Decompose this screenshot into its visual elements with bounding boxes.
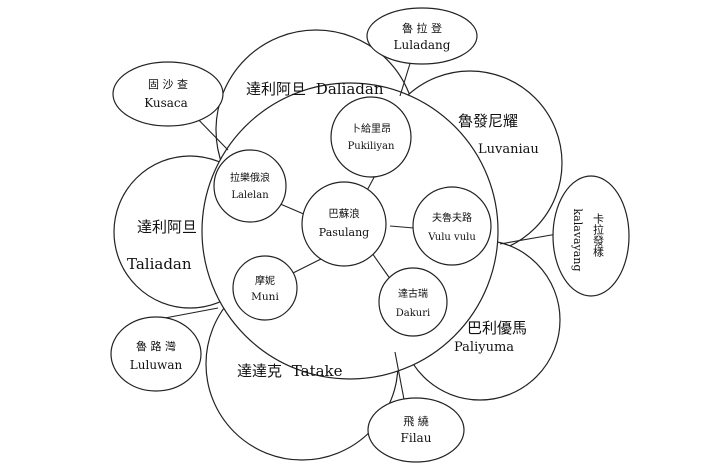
tatake-label-zh: 達達克 (237, 362, 282, 380)
kusaca-label-zh: 固 沙 查 (148, 77, 188, 91)
luvaniau-label-en: Luvaniau (478, 142, 539, 157)
inner-circle-lalelan (213, 149, 287, 223)
taliadan-label-zh: 達利阿旦 (137, 218, 197, 236)
satellite-filau (367, 397, 465, 463)
inner-circle-pukiliyan (330, 96, 412, 178)
lalelan-label-zh: 拉樂俄浪 (230, 171, 270, 184)
center-label-en: Pasulang (319, 226, 369, 239)
satellite-kusaca (112, 61, 224, 127)
kusaca-label-en: Kusaca (144, 96, 188, 110)
taliadan-label-en: Taliadan (127, 255, 192, 273)
filau-label-en: Filau (401, 431, 432, 445)
daliadan-label-en: Daliadan (316, 80, 384, 98)
muni-label-zh: 摩妮 (255, 274, 275, 287)
lalelan-label-en: Lalelan (231, 190, 269, 201)
paliyuma-label-en: Paliyuma (454, 340, 514, 355)
luvaniau-label-zh: 魯發尼耀 (458, 112, 518, 130)
pukiliyan-label-zh: 卜給里昂 (351, 122, 391, 135)
connector-luluwan (164, 307, 219, 319)
vulu-label-en: Vulu vulu (427, 232, 476, 243)
daliadan-label-zh: 達利阿旦 (246, 80, 306, 98)
daliadan-label: 達利阿旦 Daliadan (246, 80, 384, 98)
tatake-label: 達達克 Tatake (237, 362, 343, 380)
luladang-label-zh: 魯 拉 登 (402, 21, 442, 35)
inner-circle-dakuri (378, 267, 448, 337)
satellite-luluwan (110, 316, 202, 392)
center-circle (301, 181, 387, 267)
dakuri-label-en: Dakuri (396, 308, 430, 319)
center-label-zh: 巴蘇浪 (328, 207, 360, 220)
paliyuma-label-zh: 巴利優馬 (467, 319, 527, 337)
inner-circle-vulu (412, 186, 492, 266)
dakuri-label-zh: 達古瑞 (398, 287, 428, 300)
kalavayang-label-en: kalavayang (571, 209, 584, 272)
satellite-kalavayang (552, 175, 630, 297)
connector-center-vulu (389, 225, 415, 229)
satellite-luladang (366, 7, 478, 65)
muni-label-en: Muni (251, 291, 279, 303)
luladang-label-en: Luladang (394, 38, 451, 52)
inner-nodes (213, 96, 492, 337)
luluwan-label-en: Luluwan (130, 358, 183, 372)
inner-circle-muni (232, 255, 298, 321)
tatake-label-en: Tatake (292, 362, 343, 380)
luluwan-label-zh: 魯 路 灣 (136, 339, 176, 353)
filau-label-zh: 飛 繞 (403, 415, 429, 428)
pukiliyan-label-en: Pukiliyan (348, 141, 395, 152)
kalavayang-label-zh: 卡拉發樣 (592, 213, 605, 257)
connector-kalavayang (499, 233, 558, 245)
satellites (110, 7, 630, 463)
vulu-label-zh: 夫魯夫路 (432, 211, 472, 224)
